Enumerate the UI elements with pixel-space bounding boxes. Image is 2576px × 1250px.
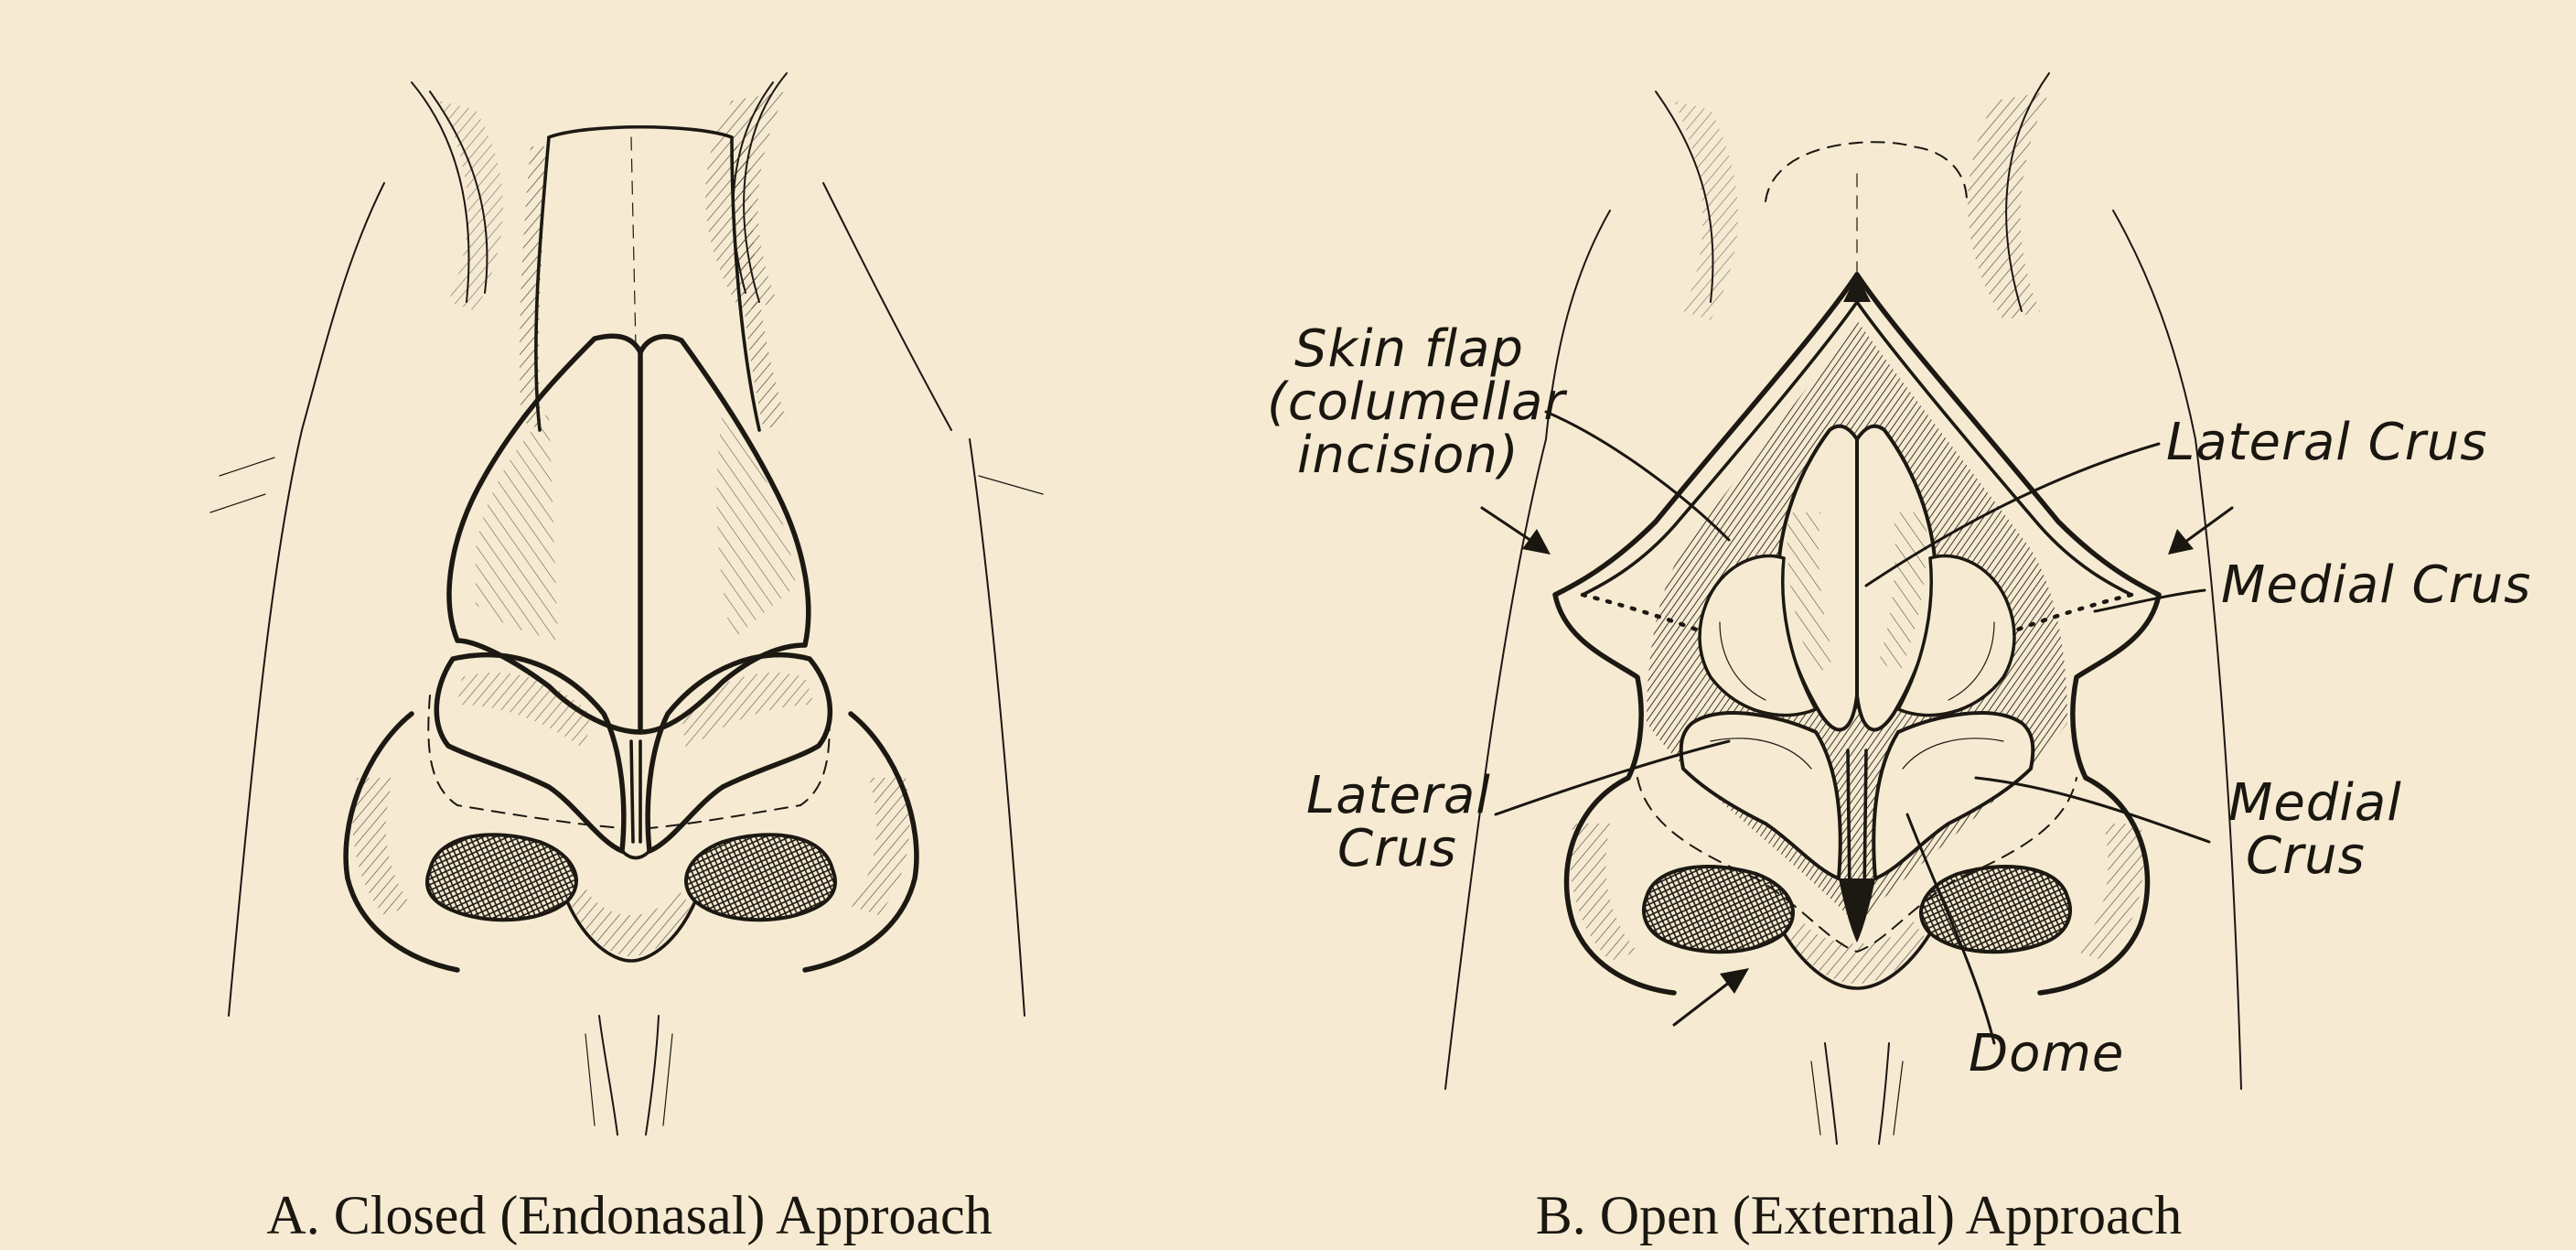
label-lateral-crus-left-2: Crus [1337, 819, 1457, 878]
panel-a-closed-nose [209, 72, 1044, 1136]
panel-b-open-nose [1444, 72, 2242, 1145]
label-lateral-crus-left-1: Lateral [1306, 766, 1491, 825]
leader-lateral-crus-right [1864, 442, 2161, 587]
leader-medial-crus-lower [1974, 776, 2211, 844]
label-medial-crus-lower-2: Crus [2246, 826, 2366, 886]
arrow-columella [1672, 968, 1749, 1027]
label-medial-crus-right: Medial Crus [2221, 555, 2531, 615]
leader-dome [1905, 813, 1996, 1045]
arrow-left-flap [1480, 506, 1551, 555]
label-skin-flap-2: (columellar [1267, 372, 1567, 432]
arrow-right-flap [2168, 506, 2234, 555]
label-dome: Dome [1969, 1024, 2124, 1083]
caption-panel-b: B. Open (External) Approach [1536, 1185, 2182, 1245]
label-lateral-crus-right: Lateral Crus [2166, 413, 2487, 472]
labels: Skin flap (columellar incision) Lateral … [1267, 319, 2531, 1083]
leader-medial-crus-right [2093, 588, 2206, 613]
leader-lateral-crus-left [1494, 739, 1731, 816]
label-skin-flap-3: incision) [1297, 426, 1519, 485]
leader-skin-flap [1544, 410, 1731, 542]
label-skin-flap-1: Skin flap [1294, 319, 1524, 379]
caption-panel-a: A. Closed (Endonasal) Approach [266, 1185, 992, 1245]
label-medial-crus-lower-1: Medial [2228, 773, 2402, 833]
